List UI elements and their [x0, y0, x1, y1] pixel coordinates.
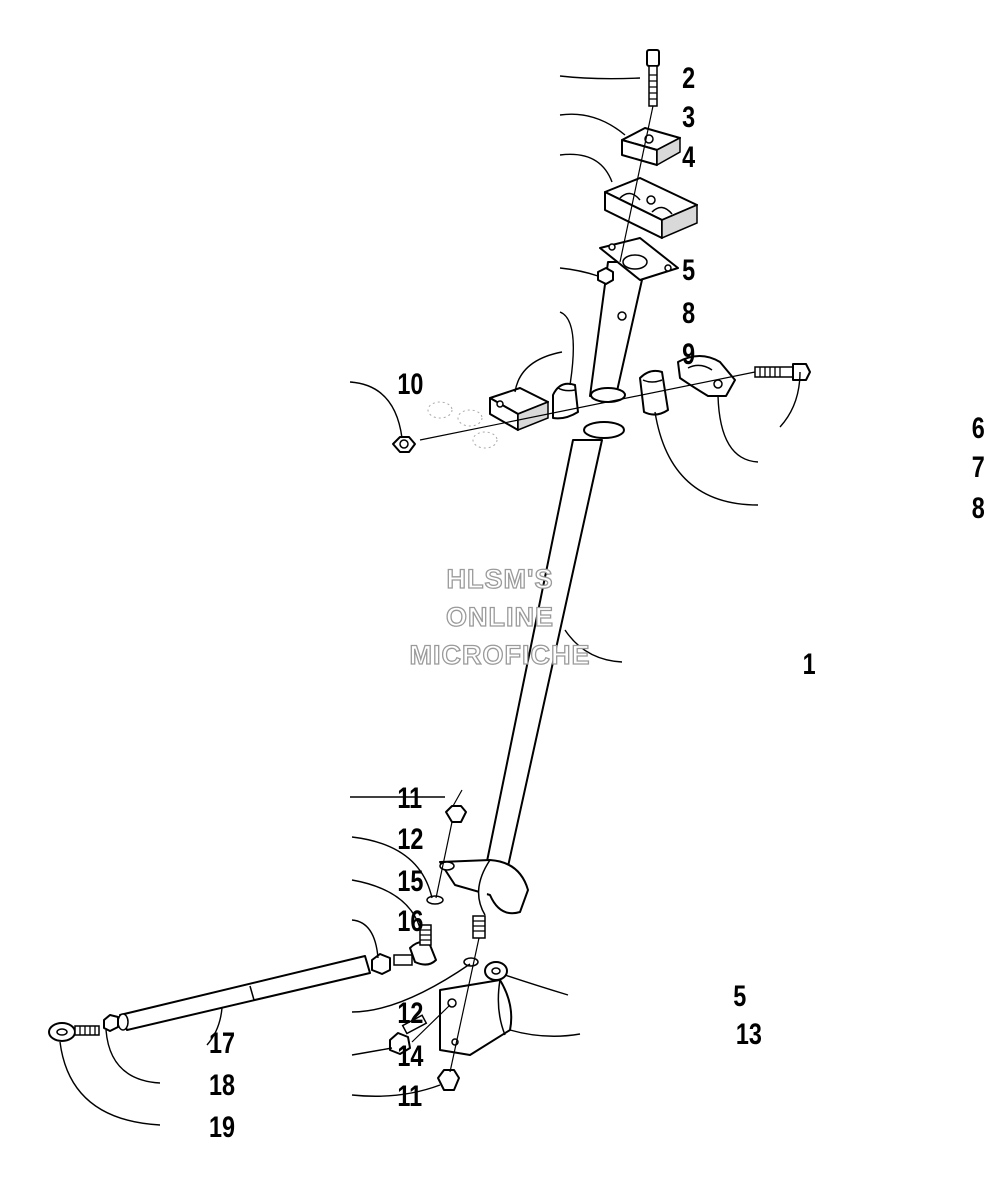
callout-3: 3 [682, 100, 695, 133]
watermark-line-2: ONLINE [445, 601, 554, 632]
callout-7: 7 [972, 450, 985, 483]
callout-11-upper: 11 [397, 781, 422, 814]
callout-5-upper: 5 [682, 253, 695, 286]
upper-handlebar-block-part-3 [621, 127, 681, 167]
watermark-line-1: HLSM'S [446, 563, 554, 594]
leader-lines [59, 75, 801, 1126]
ball-joint-part-15 [393, 924, 437, 966]
tie-rod-end-part-19 [48, 1022, 100, 1042]
callout-2: 2 [682, 61, 695, 94]
callout-17: 17 [209, 1026, 235, 1059]
callout-15: 15 [397, 864, 423, 897]
bushing-part-5-lower [484, 961, 508, 981]
callout-19: 19 [209, 1110, 235, 1143]
jam-nut-part-18 [103, 1014, 119, 1032]
jam-nut-part-16 [371, 953, 391, 975]
washer-part-12-upper [426, 895, 444, 905]
watermark-line-3: MICROFICHE [409, 639, 591, 670]
callout-12-lower: 12 [397, 996, 423, 1029]
callout-18: 18 [209, 1068, 235, 1101]
lower-handlebar-block-part-4 [604, 177, 698, 240]
steering-post-part-1 [439, 237, 679, 939]
bushing-cap-part-7 [677, 355, 736, 397]
lock-nut-part-10 [392, 401, 498, 453]
callout-11-lower: 11 [397, 1079, 422, 1112]
bushing-half-part-8-left [552, 382, 579, 420]
tie-rod-part-17 [117, 955, 371, 1031]
callout-labels: 2 3 4 5 8 9 10 6 7 8 1 11 12 15 16 5 12 … [209, 61, 985, 1143]
callout-1: 1 [803, 647, 816, 680]
callout-6: 6 [972, 411, 985, 444]
callout-14: 14 [397, 1039, 423, 1072]
nut-part-11-lower [437, 1069, 460, 1091]
nut-part-11-upper [445, 805, 467, 823]
callout-4: 4 [682, 140, 695, 173]
nut-part-5-upper [597, 267, 614, 285]
assembly-axes [411, 105, 756, 1073]
callout-10: 10 [397, 367, 423, 400]
callout-13: 13 [736, 1017, 762, 1050]
cap-screw-part-14 [389, 1014, 428, 1055]
cap-screw-part-2 [646, 49, 660, 107]
callout-12-upper: 12 [397, 822, 423, 855]
bearing-bracket-part-13 [439, 979, 513, 1056]
callout-16: 16 [397, 904, 423, 937]
callout-8-right: 8 [972, 491, 985, 524]
washer-part-12-lower [463, 957, 479, 967]
callout-5-lower: 5 [733, 979, 746, 1012]
callout-8-left: 8 [682, 296, 695, 329]
bolt-part-6 [754, 363, 811, 381]
callout-9: 9 [682, 337, 695, 370]
